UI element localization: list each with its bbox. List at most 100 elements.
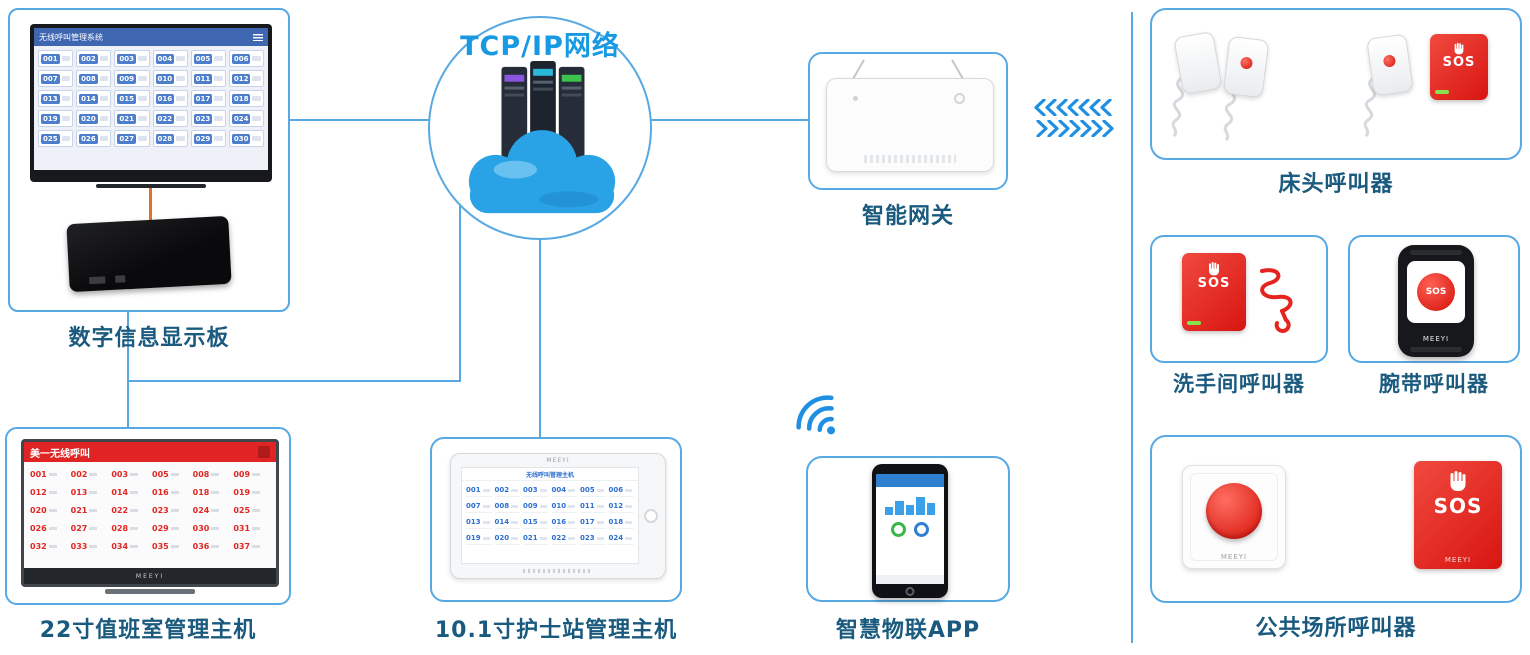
gateway-box <box>808 52 1008 190</box>
app-header-bar <box>876 474 944 487</box>
call-cell: 006 <box>228 50 264 67</box>
call-cell: 030 <box>193 521 230 535</box>
call-cell: 033 <box>71 539 108 553</box>
hand-icon <box>1450 471 1466 491</box>
hand-icon <box>1209 262 1219 276</box>
call-cell: 011 <box>580 500 606 513</box>
call-cell: 022 <box>111 503 148 517</box>
call-cell: 028 <box>111 521 148 535</box>
call-cell: 006 <box>608 484 634 497</box>
call-cell: 012 <box>30 485 67 499</box>
led-strip-icon <box>1187 321 1201 325</box>
sos-label: SOS <box>1197 276 1231 291</box>
call-cell: 030 <box>228 130 264 147</box>
gateway-device <box>826 78 994 172</box>
display-board-screen-header: 无线呼叫管理系统 <box>34 28 268 46</box>
call-cell: 024 <box>608 532 634 545</box>
call-cell: 027 <box>114 130 150 147</box>
call-cell: 003 <box>523 484 549 497</box>
call-cell: 012 <box>608 500 634 513</box>
bedside-handset <box>1173 30 1223 96</box>
device-port <box>115 275 126 283</box>
data-flow-arrows <box>1034 99 1118 139</box>
call-cell: 004 <box>551 484 577 497</box>
call-cell: 009 <box>233 467 270 481</box>
brand-label: MEEYI <box>1422 335 1450 343</box>
call-cell: 012 <box>228 70 264 87</box>
call-cell: 018 <box>228 90 264 107</box>
handset-cord-icon <box>1171 76 1184 138</box>
connector-display-to-network <box>290 119 430 121</box>
app-icons <box>876 515 944 537</box>
app-label: 智慧物联APP <box>835 618 981 643</box>
call-cell: 004 <box>152 50 188 67</box>
tablet-home-button-icon <box>644 509 658 523</box>
wristband-device: SOS MEEYI <box>1398 245 1474 357</box>
connector-network-branch-vertical <box>459 202 461 382</box>
connector-right-bus <box>1131 12 1133 643</box>
nurse-screen-title: 无线呼叫管理主机 <box>525 471 574 479</box>
arrows-right-icon <box>1036 120 1114 137</box>
connector-display-to-duty-host <box>127 312 129 428</box>
call-cell: 015 <box>114 90 150 107</box>
call-cell: 005 <box>580 484 606 497</box>
cloud-server-icon <box>468 60 616 214</box>
display-board-screen-title: 无线呼叫管理系统 <box>39 32 103 42</box>
gateway-led-icon <box>853 96 858 101</box>
app-icon-blue <box>914 522 929 537</box>
call-cell: 020 <box>494 532 520 545</box>
call-cell: 024 <box>228 110 264 127</box>
call-cell: 016 <box>152 485 189 499</box>
call-cell: 025 <box>233 503 270 517</box>
call-cell: 031 <box>233 521 270 535</box>
washroom-caller-label: 洗手间呼叫器 <box>1173 372 1305 396</box>
call-cell: 032 <box>30 539 67 553</box>
pull-cord-icon <box>1260 268 1293 333</box>
device-port <box>89 276 106 285</box>
call-cell: 013 <box>38 90 74 107</box>
sos-label: SOS <box>1433 494 1483 518</box>
call-cell: 036 <box>193 539 230 553</box>
duty-screen-title: 美一无线呼叫 <box>30 448 90 460</box>
app-box <box>806 456 1010 602</box>
bedside-handset <box>1222 35 1270 99</box>
chart-bar <box>916 497 925 515</box>
sos-label: SOS <box>1442 55 1476 70</box>
call-cell: 027 <box>71 521 108 535</box>
call-cell: 010 <box>551 500 577 513</box>
call-cell: 021 <box>114 110 150 127</box>
call-cell: 007 <box>38 70 74 87</box>
app-nav-bar <box>876 575 944 584</box>
washroom-caller-box: SOS <box>1150 235 1328 363</box>
wristband-caller-label: 腕带呼叫器 <box>1379 372 1489 396</box>
red-call-button-icon <box>1206 482 1262 539</box>
wifi-icon <box>796 395 836 435</box>
brand-label: MEEYI <box>1220 553 1248 561</box>
call-cell: 009 <box>114 70 150 87</box>
phone-home-button-icon <box>905 587 915 596</box>
led-strip-icon <box>1435 90 1449 94</box>
call-cell: 021 <box>71 503 108 517</box>
call-cell: 001 <box>30 467 67 481</box>
call-cell: 028 <box>152 130 188 147</box>
app-icon-green <box>891 522 906 537</box>
bedside-sos-device: SOS <box>1430 34 1488 100</box>
call-cell: 016 <box>152 90 188 107</box>
washroom-sos-device: SOS <box>1182 253 1246 331</box>
app-screen <box>876 474 944 584</box>
network-circle <box>428 16 652 240</box>
bedside-caller-box: SOS <box>1150 8 1522 160</box>
app-chart <box>876 487 944 515</box>
call-cell: 026 <box>76 130 112 147</box>
duty-monitor-chin: MEEYI <box>24 568 276 584</box>
call-cell: 024 <box>193 503 230 517</box>
public-caller-box: MEEYI SOS MEEYI <box>1150 435 1522 603</box>
